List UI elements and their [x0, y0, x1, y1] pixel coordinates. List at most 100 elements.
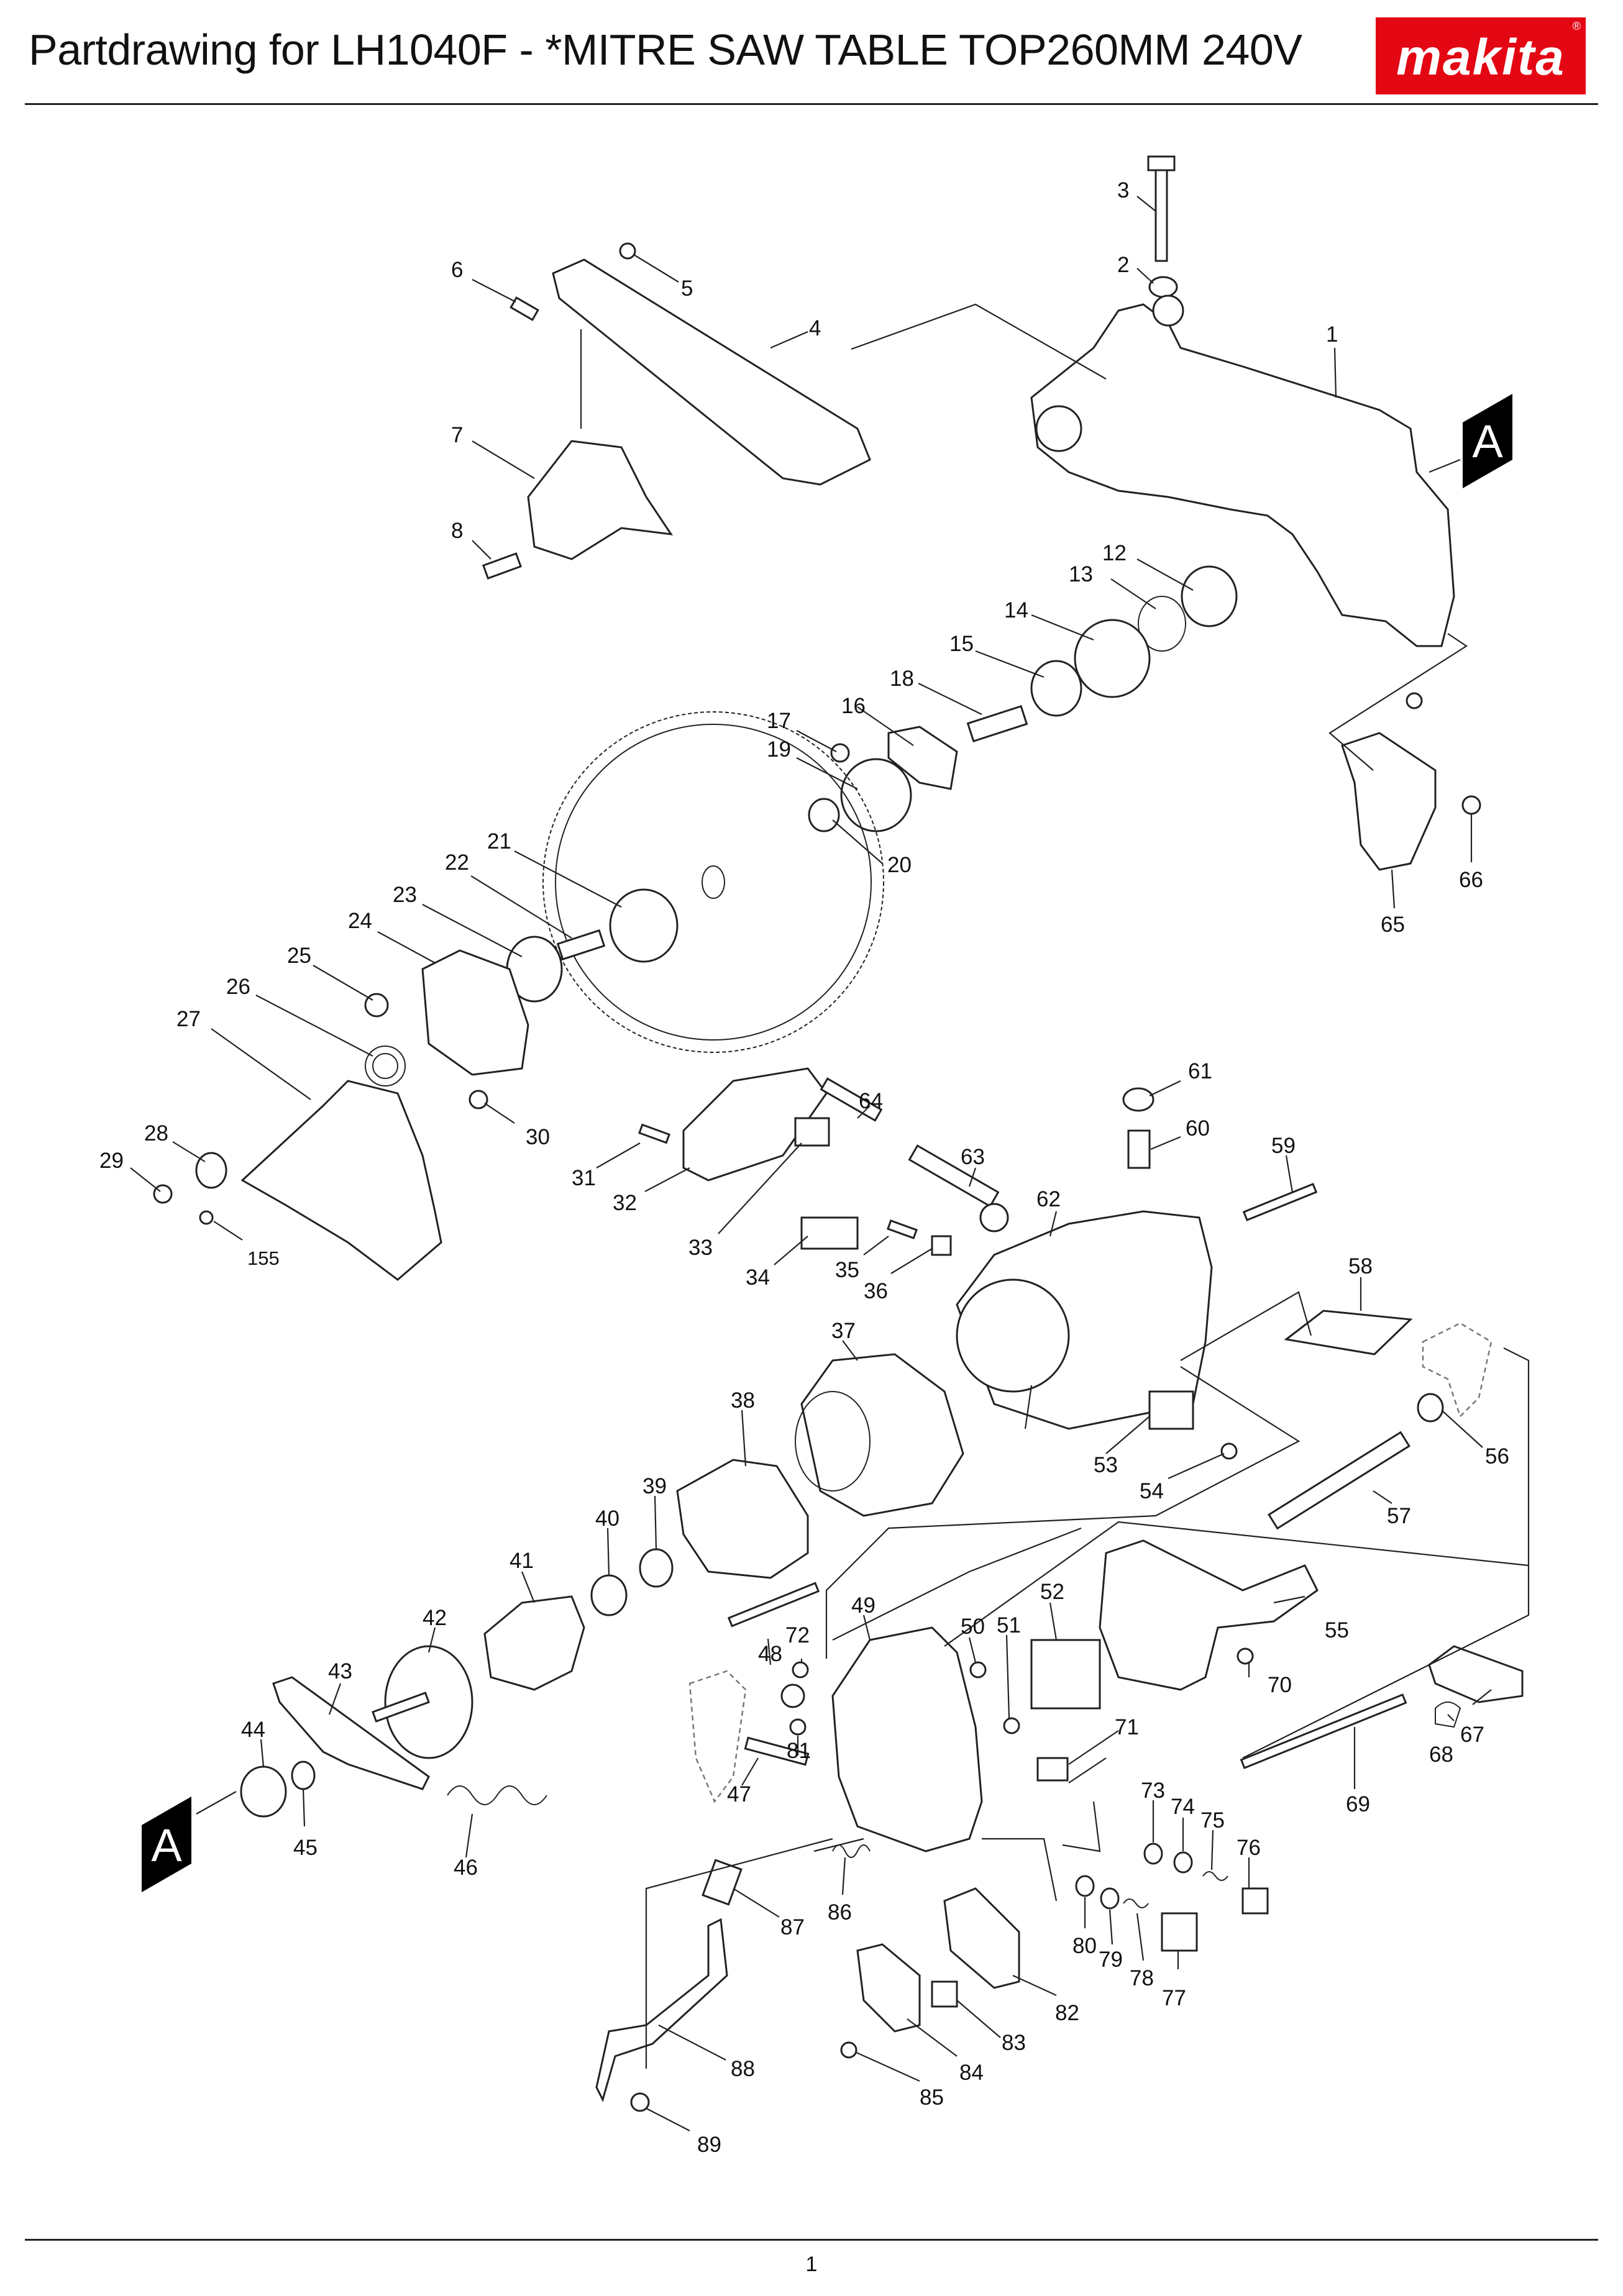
part-75-spring — [1202, 1871, 1228, 1881]
part-21-flange — [609, 888, 679, 963]
part-label-72: 72 — [785, 1623, 810, 1647]
part-68-clip — [1435, 1702, 1461, 1728]
part-label-22: 22 — [445, 850, 469, 875]
part-label-68: 68 — [1429, 1742, 1453, 1767]
part-38-baffle — [676, 1459, 809, 1579]
part-label-85: 85 — [920, 2085, 944, 2110]
part-1-bore — [1035, 405, 1082, 452]
part-80-ring — [1075, 1875, 1095, 1897]
part-87-grip — [702, 1859, 743, 1906]
part-60-brush — [1127, 1129, 1151, 1169]
part-30-screw — [469, 1090, 488, 1109]
part-label-52: 52 — [1040, 1580, 1064, 1604]
part-label-23: 23 — [393, 883, 417, 907]
part-label-65: 65 — [1381, 913, 1405, 937]
part-label-17: 17 — [767, 709, 791, 733]
part-6-screw — [510, 296, 539, 321]
part-shapes — [153, 155, 1524, 2112]
part-14-bearing-box — [1074, 619, 1151, 698]
part-48-screw — [727, 1582, 820, 1628]
part-label-70: 70 — [1268, 1673, 1292, 1697]
part-52-switch — [1030, 1639, 1101, 1710]
part-label-69: 69 — [1346, 1792, 1370, 1816]
part-label-27: 27 — [176, 1007, 201, 1031]
part-label-86: 86 — [828, 1900, 852, 1925]
saw-blade — [542, 711, 884, 1053]
part-label-84: 84 — [959, 2061, 984, 2085]
part-label-35: 35 — [835, 1258, 859, 1282]
part-61-cap — [1122, 1087, 1154, 1112]
part-label-21: 21 — [487, 829, 511, 854]
part-label-75: 75 — [1200, 1808, 1225, 1833]
part-label-4: 4 — [809, 316, 821, 340]
part-label-76: 76 — [1237, 1836, 1261, 1860]
part-58-label — [1284, 1310, 1413, 1355]
header-divider — [25, 103, 1598, 105]
part-label-19: 19 — [767, 737, 791, 762]
section-marker-a-top-label: A — [1472, 416, 1503, 467]
part-label-53: 53 — [1094, 1453, 1118, 1477]
part-56-washer — [1417, 1393, 1444, 1423]
part-label-46: 46 — [454, 1856, 478, 1880]
part-label-74: 74 — [1171, 1795, 1195, 1819]
part-label-87: 87 — [780, 1915, 805, 1939]
part-50-screw — [969, 1661, 987, 1679]
part-65-guard — [1341, 732, 1437, 871]
part-label-82: 82 — [1055, 2001, 1079, 2025]
part-label-56: 56 — [1485, 1444, 1509, 1469]
part-label-60: 60 — [1186, 1116, 1210, 1141]
part-72-washer — [780, 1683, 805, 1708]
part-43-plate — [272, 1676, 430, 1790]
part-39-bearing — [639, 1548, 674, 1588]
dashed-reference-hand — [1422, 1322, 1493, 1418]
part-18-spindle — [966, 704, 1028, 743]
part-label-66: 66 — [1459, 868, 1483, 892]
part-label-8: 8 — [451, 519, 463, 543]
part-label-3: 3 — [1117, 178, 1129, 203]
part-label-40: 40 — [595, 1506, 619, 1531]
part-71-component — [1036, 1757, 1069, 1782]
part-36-clip — [931, 1235, 952, 1256]
part-label-31: 31 — [572, 1166, 596, 1190]
part-40-bearing — [590, 1574, 628, 1616]
part-label-24: 24 — [348, 909, 372, 933]
part-31-screw — [638, 1123, 670, 1144]
part-label-25: 25 — [287, 944, 311, 968]
part-37-field — [800, 1353, 964, 1517]
leader-lines — [130, 196, 1492, 2131]
part-label-39: 39 — [642, 1474, 667, 1498]
part-57-rod — [1268, 1431, 1410, 1530]
part-label-58: 58 — [1348, 1254, 1373, 1278]
part-label-32: 32 — [613, 1191, 637, 1215]
part-55-handle — [1099, 1539, 1319, 1691]
part-20-washer — [808, 798, 840, 832]
part-label-83: 83 — [1002, 2031, 1026, 2055]
part-label-34: 34 — [746, 1265, 770, 1290]
part-label-7: 7 — [451, 423, 463, 447]
part-label-79: 79 — [1099, 1948, 1123, 1972]
part-1-boss — [1152, 294, 1184, 327]
part-72-screw — [792, 1661, 809, 1679]
part-37-field-bore — [795, 1391, 871, 1492]
part-label-33: 33 — [688, 1236, 713, 1260]
part-label-88: 88 — [731, 2057, 755, 2081]
part-42-shaft — [372, 1692, 430, 1723]
part-label-18: 18 — [890, 667, 914, 691]
part-label-47: 47 — [727, 1782, 751, 1806]
part-label-57: 57 — [1387, 1504, 1411, 1528]
part-86-spring — [832, 1844, 871, 1858]
part-label-1: 1 — [1326, 322, 1338, 347]
part-67-lever — [1428, 1645, 1524, 1703]
part-46-spring — [447, 1785, 547, 1805]
section-marker-a-bottom-label: A — [151, 1820, 182, 1871]
section-marker-a-bottom: A — [142, 1797, 191, 1892]
part-59-screw — [1242, 1183, 1318, 1221]
part-label-29: 29 — [99, 1149, 124, 1173]
part-label-78: 78 — [1130, 1966, 1154, 1990]
part-label-62: 62 — [1036, 1187, 1061, 1211]
part-89-screw — [630, 2092, 650, 2112]
part-26-spring-inner — [372, 1053, 398, 1079]
part-82-cover — [943, 1887, 1020, 1989]
part-label-81: 81 — [787, 1739, 811, 1763]
